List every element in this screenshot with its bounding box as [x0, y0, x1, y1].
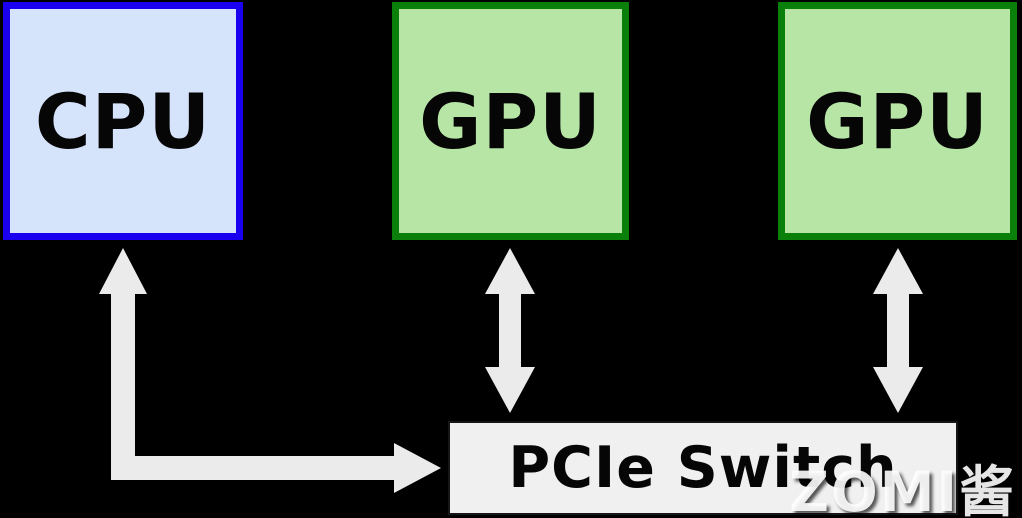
gpu-right-node-label: GPU: [806, 76, 989, 166]
gpu-right-to-pcie-switch-double-arrow: [873, 248, 923, 413]
cpu-node: CPU: [3, 2, 243, 240]
gpu-left-node-label: GPU: [419, 76, 602, 166]
cpu-to-pcie-switch-elbow-arrow: [99, 248, 441, 493]
zomi-watermark: ZOMI酱: [789, 460, 1016, 518]
pcie-switch-node: PCIe Switch: [448, 421, 958, 515]
gpu-right-node: GPU: [778, 2, 1017, 240]
gpu-left-to-pcie-switch-double-arrow: [485, 248, 535, 413]
pcie-switch-node-label: PCIe Switch: [508, 435, 898, 501]
cpu-node-label: CPU: [34, 76, 212, 166]
gpu-left-node: GPU: [392, 2, 629, 240]
